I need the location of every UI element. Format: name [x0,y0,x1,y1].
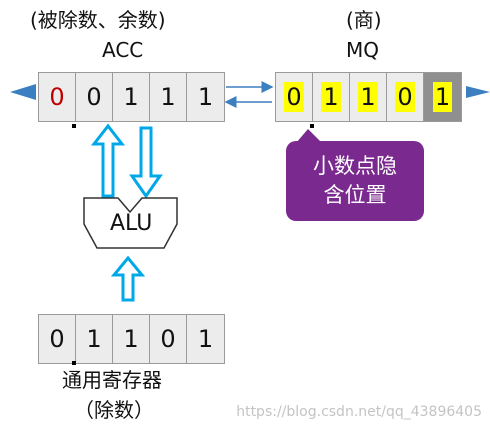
acc-to-alu-arrow [129,126,163,199]
callout-pointer [296,129,322,143]
acc-name-label: ACC [102,38,144,62]
mq-bit-value: 0 [284,82,304,112]
watermark-text: https://blog.csdn.net/qq_43896405 [236,404,482,420]
mq-bit-0: 0 [276,73,313,121]
mq-bit-3: 0 [387,73,424,121]
mq-name-label: MQ [346,38,379,62]
acc-bit-0: 0 [39,73,76,121]
acc-bit-value: 0 [49,83,65,111]
acc-bit-4: 1 [187,73,224,121]
gpr-bit-1: 1 [76,315,113,363]
gpr-bit-2: 1 [113,315,150,363]
callout-line-1: 小数点隐 [313,154,397,178]
acc-bit-1: 0 [76,73,113,121]
mq-right-arrow [466,86,490,98]
gpr-label-line-1: 通用寄存器 [62,368,162,392]
acc-bit-value: 1 [123,83,139,111]
mq-decimal-point [310,124,314,128]
gpr-decimal-point [72,361,76,365]
gpr-bit-0: 0 [39,315,76,363]
gpr-bit-value: 1 [123,325,139,353]
gpr-to-alu-arrow [110,255,146,302]
gpr-bit-value: 1 [197,325,214,353]
decimal-point-callout: 小数点隐 含位置 [286,141,424,221]
acc-decimal-point [72,124,76,128]
gpr-bit-value: 1 [86,325,102,353]
mq-bit-value: 0 [395,82,415,112]
acc-top-label: (被除数、余数) [30,8,166,32]
mq-bit-2: 1 [350,73,387,121]
gpr-label-line-2: （除数） [74,398,154,422]
alu-shape [83,197,178,249]
mq-bit-value: 1 [358,82,378,112]
gpr-bit-4: 1 [187,315,224,363]
acc-left-arrow [10,84,36,100]
mq-bit-value: 1 [321,82,341,112]
mq-top-label: (商) [346,8,382,32]
acc-bit-value: 1 [197,83,214,111]
callout-line-2: 含位置 [323,183,387,207]
acc-bit-value: 1 [160,83,176,111]
mq-bit-1: 1 [313,73,350,121]
acc-bit-2: 1 [113,73,150,121]
acc-bit-value: 0 [86,83,102,111]
mq-bit-4: 1 [424,73,461,121]
alu-to-acc-arrow [90,123,126,198]
acc-bit-3: 1 [150,73,187,121]
alu-label: ALU [110,211,153,236]
gpr-bit-value: 0 [160,325,176,353]
gpr-bit-3: 0 [150,315,187,363]
mq-bit-value: 1 [432,82,453,112]
gpr-bit-value: 0 [49,325,65,353]
